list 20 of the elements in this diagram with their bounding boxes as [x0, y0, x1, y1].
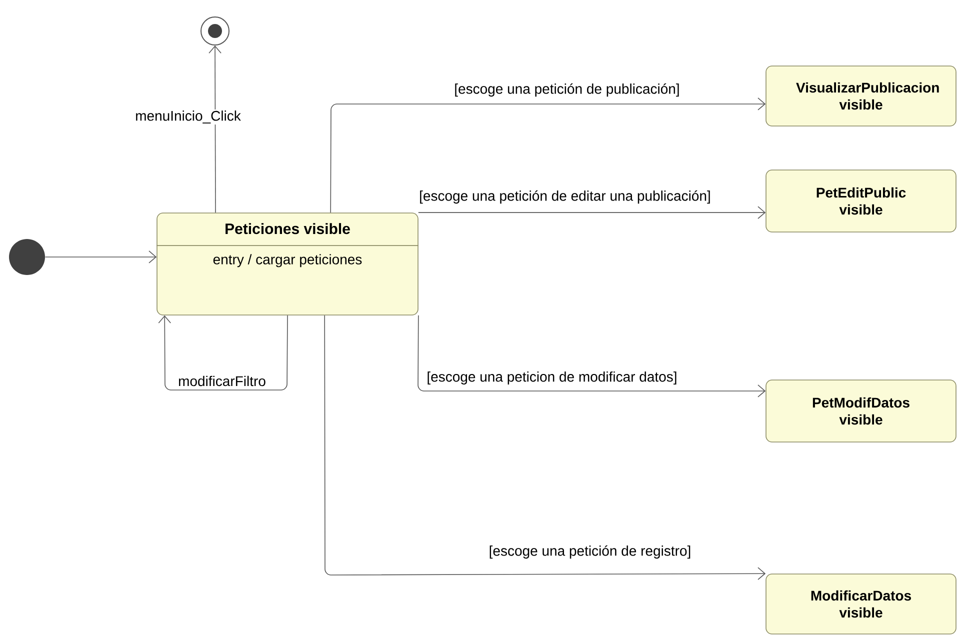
- edge-label: [escoge una petición de publicación]: [453, 82, 681, 98]
- arrow: [208, 45, 222, 213]
- edge-label: [escoge una petición de registro]: [488, 544, 692, 560]
- edge-label: [escoge una peticion de modificar datos]: [426, 370, 678, 386]
- state-box: Peticiones visible entry / cargar peticiones: [156, 212, 419, 316]
- edge-label: menuInicio_Click: [134, 110, 242, 124]
- arrow: [418, 314, 766, 398]
- arrow: [158, 314, 288, 390]
- state-box: ModificarDatos visible: [766, 574, 956, 634]
- initial-state: [9, 238, 45, 275]
- state-box: PetEditPublic visible: [766, 170, 956, 232]
- arrow: [324, 314, 766, 580]
- edge-label: [escoge una petición de editar una publicación]: [418, 189, 712, 205]
- state-box: PetModifDatos visible: [766, 380, 956, 442]
- final-state: [200, 16, 230, 46]
- state-box: VisualizarPublicacion visible: [766, 66, 956, 126]
- arrow: [44, 250, 157, 264]
- edge-label: modificarFiltro: [177, 374, 267, 388]
- arrow: [418, 206, 766, 219]
- arrow: [330, 98, 766, 213]
